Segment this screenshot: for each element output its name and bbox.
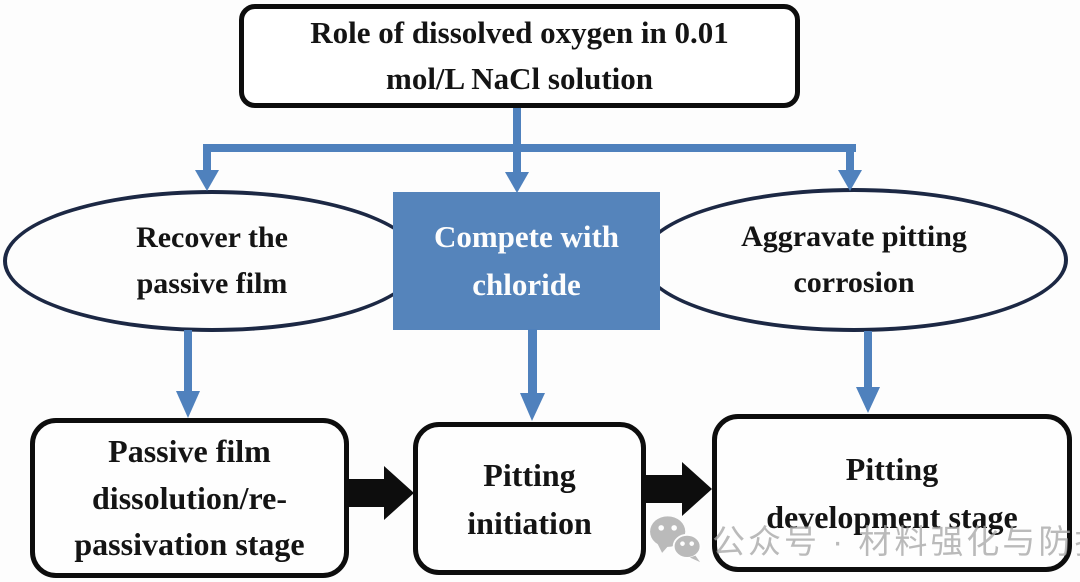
node-mechanism-recover-passive-film: Recover the passive film <box>3 190 421 332</box>
connector-left-drop <box>203 144 211 172</box>
arrow-aggravate-to-stage3 <box>856 331 880 413</box>
arrowhead <box>176 391 200 418</box>
arrowhead-to-recover-ellipse <box>195 170 219 191</box>
node-mechanism-compete-with-chloride: Compete with chloride <box>393 192 660 330</box>
arrow-compete-to-stage2 <box>520 329 545 421</box>
arrowhead-to-compete-box <box>505 172 529 193</box>
connector-center-drop <box>513 144 521 174</box>
connector-crossbar <box>203 144 856 152</box>
wechat-icon <box>650 516 702 563</box>
node-stage-pitting-development: Pitting development stage <box>712 414 1072 572</box>
arrow-shaft <box>864 331 872 389</box>
black-arrow-stage2-to-stage3 <box>646 462 712 516</box>
arrow-shaft <box>528 329 537 395</box>
connector-stem <box>513 108 521 148</box>
node-root-title: Role of dissolved oxygen in 0.01 mol/L N… <box>239 4 800 108</box>
branch-connector-title-to-mechanisms <box>195 108 862 193</box>
node-stage-pitting-initiation: Pitting initiation <box>413 422 646 575</box>
arrowhead <box>856 387 880 413</box>
node-mechanism-aggravate-pitting: Aggravate pitting corrosion <box>640 188 1068 332</box>
arrow-recover-to-stage1 <box>176 330 200 418</box>
black-arrow-stage1-to-stage2 <box>348 466 414 520</box>
arrowhead <box>520 393 545 421</box>
node-stage-passive-film-dissolution: Passive film dissolution/re- passivation… <box>30 418 349 578</box>
watermark: 公众号 · 材料强化与防护 <box>648 514 1080 564</box>
connector-right-drop <box>846 144 854 172</box>
watermark-text: 公众号 · 材料强化与防护 <box>712 523 1080 560</box>
arrow-shaft <box>184 330 192 393</box>
